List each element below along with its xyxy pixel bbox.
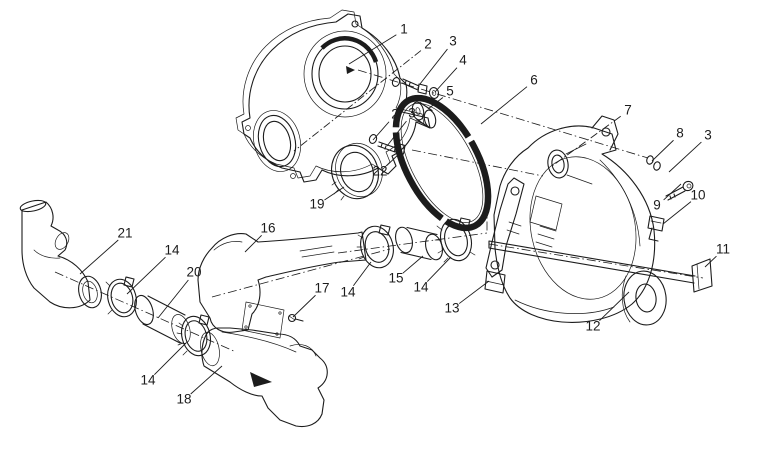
callout-leader-14-27 [426, 256, 452, 282]
callout-leader-5-4 [427, 97, 444, 110]
mount-tab [591, 115, 619, 151]
callout-label-6-5: 6 [530, 73, 538, 88]
opening-shadow-arc [320, 36, 379, 63]
elbow-duct-21 [19, 199, 102, 309]
callout-leader-15-26 [402, 255, 424, 274]
air-duct-16 [197, 231, 367, 339]
callout-label-12-16: 12 [585, 319, 600, 334]
callout-leader-3-2 [419, 48, 448, 85]
bolt-9 [665, 180, 694, 201]
callout-label-15-26: 15 [388, 271, 403, 286]
callout-leader-16-23 [244, 235, 262, 253]
callout-leader-13-17 [458, 280, 490, 304]
outer-clutch-cover [493, 115, 656, 323]
clamp-14b [176, 314, 212, 357]
callout-label-9-13: 9 [653, 198, 661, 213]
callout-label-2-1: 2 [424, 37, 432, 52]
casting-mark [346, 66, 355, 74]
callout-leader-10-14 [662, 201, 692, 225]
callout-label-14-21: 14 [140, 373, 156, 388]
callout-leader-8-11 [651, 139, 674, 162]
clamp-14a [105, 276, 137, 318]
callout-leader-11-15 [704, 255, 717, 268]
callout-leader-14-19 [126, 256, 166, 295]
callout-label-14-25: 14 [340, 285, 356, 300]
flange-ring-12 [621, 270, 667, 326]
callout-label-10-14: 10 [690, 188, 705, 203]
callout-leader-9-13 [663, 183, 682, 201]
callout-label-7-10: 7 [624, 103, 632, 118]
callout-label-2-6: 2 [391, 107, 399, 122]
callout-leader-4-3 [434, 67, 458, 93]
callout-label-17-24: 17 [314, 281, 329, 296]
callout-label-3-12: 3 [704, 128, 712, 143]
callout-label-8-11: 8 [676, 126, 684, 141]
callout-label-3-2: 3 [449, 34, 457, 49]
callout-leader-17-24 [292, 294, 316, 318]
clamp-14c [356, 224, 394, 269]
inner-clutch-cover [241, 13, 431, 183]
washers-8 [646, 155, 661, 171]
wedge-11 [691, 258, 713, 293]
intake-spout [547, 149, 569, 179]
construction-lines [54, 69, 649, 353]
callout-leader-6-5 [480, 86, 528, 125]
callout-label-11-15: 11 [716, 242, 730, 257]
callout-label-14-27: 14 [413, 280, 429, 295]
callout-leader-14-25 [353, 261, 372, 287]
callout-leader-2-1 [293, 50, 422, 152]
callout-label-19-9: 19 [309, 197, 324, 212]
callout-leader-12-16 [599, 291, 630, 322]
drive-belt [392, 94, 492, 232]
callout-label-5-4: 5 [446, 84, 454, 99]
callout-label-18-22: 18 [176, 392, 191, 407]
callout-label-21-18: 21 [117, 226, 132, 241]
bolt-washer-set-top [391, 77, 440, 100]
clip-10 [647, 215, 665, 242]
seal-ring [331, 143, 383, 201]
callout-leader-2-6 [372, 121, 390, 141]
callout-leader-3-7 [386, 120, 407, 147]
callout-leader-22-8 [386, 151, 402, 167]
callout-label-22-8: 22 [372, 164, 387, 179]
callout-label-13-17: 13 [444, 301, 459, 316]
hose-15 [395, 226, 443, 261]
clamp-14d [434, 217, 476, 263]
support-bar [488, 240, 704, 284]
callout-label-4-3: 4 [459, 53, 467, 68]
callout-label-3-7: 3 [408, 106, 416, 121]
air-duct-18 [200, 327, 328, 428]
callout-label-1-0: 1 [400, 22, 408, 37]
callout-label-16-23: 16 [260, 221, 275, 236]
spacer-bushing [411, 101, 437, 129]
callout-leader-1-0 [348, 34, 397, 65]
cover-bracket [485, 177, 525, 278]
callout-label-14-19: 14 [164, 243, 180, 258]
screw-17 [287, 313, 304, 323]
callout-leader-20-20 [157, 279, 189, 319]
callout-leader-3-12 [668, 141, 702, 173]
callout-leader-14-21 [154, 342, 187, 375]
callout-label-20-20: 20 [186, 265, 201, 280]
callout-leader-18-22 [190, 365, 223, 395]
callout-leader-19-9 [324, 186, 345, 201]
callout-leader-21-18 [79, 239, 119, 275]
